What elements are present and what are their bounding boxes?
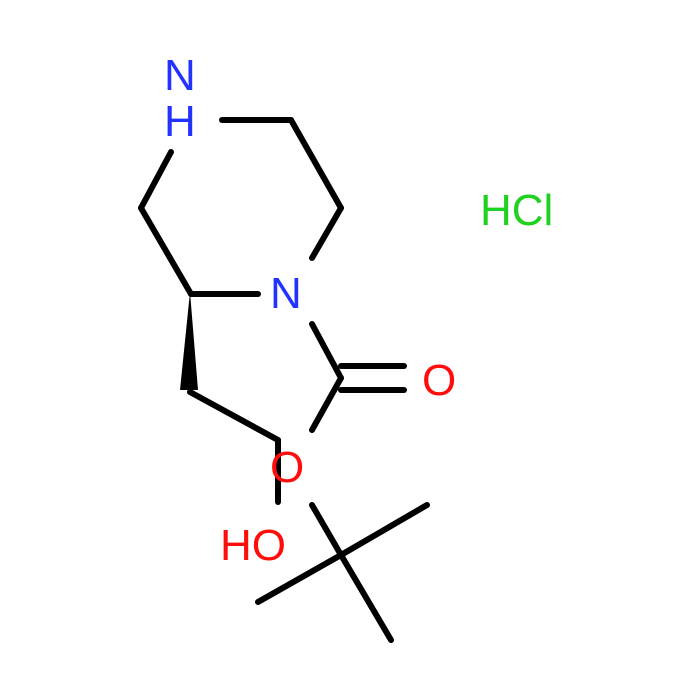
bond-tbu-me1 <box>338 502 430 558</box>
bond-carbonyl-o-ester <box>309 375 344 433</box>
bond-c-n-ring <box>309 205 344 261</box>
bond-ch2-chain <box>187 389 281 443</box>
bond-o-tbu <box>309 502 344 558</box>
atom-labels: N H N O O HO HCl <box>164 51 553 570</box>
atom-label-hydroxyl: HO <box>220 521 286 570</box>
bond-n-carbonyl <box>309 321 344 381</box>
salt-label-hcl: HCl <box>480 186 553 235</box>
atom-label-h-top: H <box>164 97 196 146</box>
atom-label-o-carbonyl: O <box>422 356 456 405</box>
bond-tbu-me3 <box>338 552 394 643</box>
atom-label-n-ring: N <box>270 269 302 318</box>
wedge-bond <box>180 292 198 390</box>
bond-nh-c-left <box>138 149 174 211</box>
bond-tbu-me2 <box>255 552 344 605</box>
atom-label-n-top: N <box>164 51 196 100</box>
atom-label-o-ester: O <box>270 443 304 492</box>
bonds <box>138 117 430 643</box>
bond-c-c-ring-left <box>138 205 194 297</box>
bond-c-c-ring-right <box>288 117 344 211</box>
